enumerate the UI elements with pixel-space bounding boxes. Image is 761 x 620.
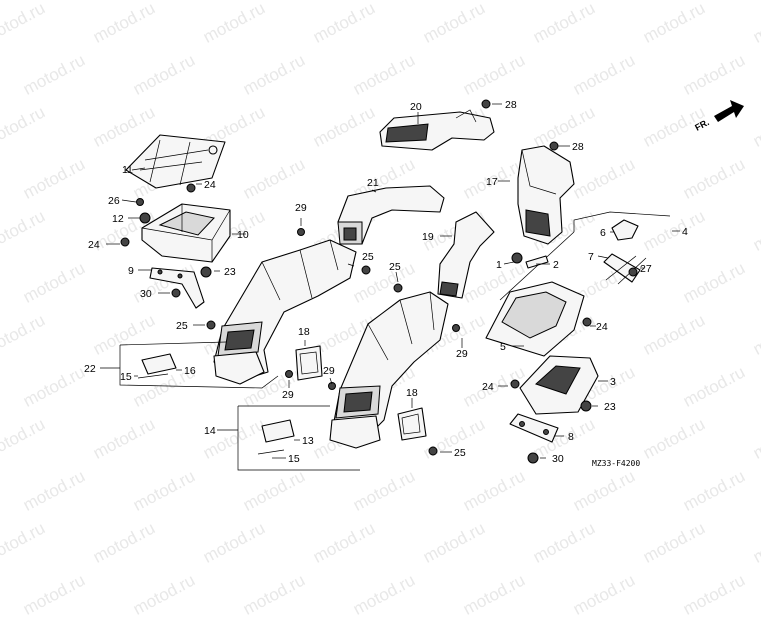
label-24c: 24 (596, 321, 608, 333)
part-15-16-clip (137, 353, 295, 455)
label-6: 6 (600, 227, 606, 239)
label-29a: 29 (295, 202, 307, 214)
front-direction-arrow: FR. (693, 100, 744, 133)
label-29d: 29 (323, 365, 335, 377)
label-24b: 24 (88, 239, 100, 251)
group-brackets (119, 211, 671, 471)
watermark-text: motod.ru (680, 570, 749, 619)
label-30b: 30 (552, 453, 564, 465)
part-21-upper-duct (337, 185, 445, 245)
label-10: 10 (237, 229, 249, 241)
label-25a: 25 (176, 320, 188, 332)
watermark-text: motod.ru (130, 570, 199, 619)
label-11: 11 (122, 164, 133, 176)
part-3-box (519, 355, 599, 415)
label-23a: 23 (224, 266, 236, 278)
label-20: 20 (410, 101, 422, 113)
label-25b: 25 (362, 251, 374, 263)
part-10-housing (141, 203, 231, 263)
watermark-text: motod.ru (570, 570, 639, 619)
label-9: 9 (128, 265, 134, 277)
part-22-duct (213, 239, 357, 385)
label-14: 14 (204, 425, 216, 437)
part-17-right-duct (517, 145, 575, 245)
label-21: 21 (367, 177, 379, 189)
label-5: 5 (500, 341, 506, 353)
label-26: 26 (108, 195, 120, 207)
label-7: 7 (588, 251, 594, 263)
label-2: 2 (553, 259, 559, 271)
label-12: 12 (112, 213, 124, 225)
label-4: 4 (682, 226, 688, 238)
watermark-text: motod.ru (20, 570, 89, 619)
part-9-bracket (149, 267, 205, 309)
part-8-bracket (509, 413, 559, 443)
label-15a: 15 (120, 371, 132, 383)
label-16: 16 (184, 365, 196, 377)
label-22: 22 (84, 363, 96, 375)
label-1: 1 (496, 259, 502, 271)
watermark-text: motod.ru (240, 570, 309, 619)
label-19: 19 (422, 231, 434, 243)
part-19-pipe (437, 211, 495, 299)
label-29c: 29 (282, 389, 294, 401)
label-25d: 25 (454, 447, 466, 459)
label-29b: 29 (456, 348, 468, 360)
label-24a: 24 (204, 179, 216, 191)
watermark-text: motod.ru (350, 570, 419, 619)
fasteners (120, 99, 638, 464)
part-14-duct (329, 291, 449, 449)
part-5-frame (485, 281, 585, 357)
label-3: 3 (610, 376, 616, 388)
number-labels: 11 26 24 12 10 24 9 23 30 25 22 15 16 14… (84, 99, 688, 465)
part-11-cover-plate (125, 134, 226, 189)
part-20-top-duct (379, 109, 495, 151)
label-8: 8 (568, 431, 574, 443)
label-27: 27 (640, 263, 652, 275)
leader-lines (100, 103, 680, 459)
watermark-text: motod.ru (460, 570, 529, 619)
label-13: 13 (302, 435, 314, 447)
diagram-code: MZ33-F4200 (592, 459, 640, 468)
diagram-svg: FR. 11 26 24 12 10 24 9 23 30 25 22 15 1… (84, 99, 744, 471)
label-24d: 24 (482, 381, 494, 393)
label-15b: 15 (288, 453, 300, 465)
label-18b: 18 (406, 387, 418, 399)
part-18-seals (295, 345, 427, 441)
label-23b: 23 (604, 401, 616, 413)
fr-label: FR. (693, 117, 710, 133)
label-28b: 28 (572, 141, 584, 153)
label-28a: 28 (505, 99, 517, 111)
label-25c: 25 (389, 261, 401, 273)
label-18a: 18 (298, 326, 310, 338)
label-30a: 30 (140, 288, 152, 300)
label-17: 17 (486, 176, 498, 188)
